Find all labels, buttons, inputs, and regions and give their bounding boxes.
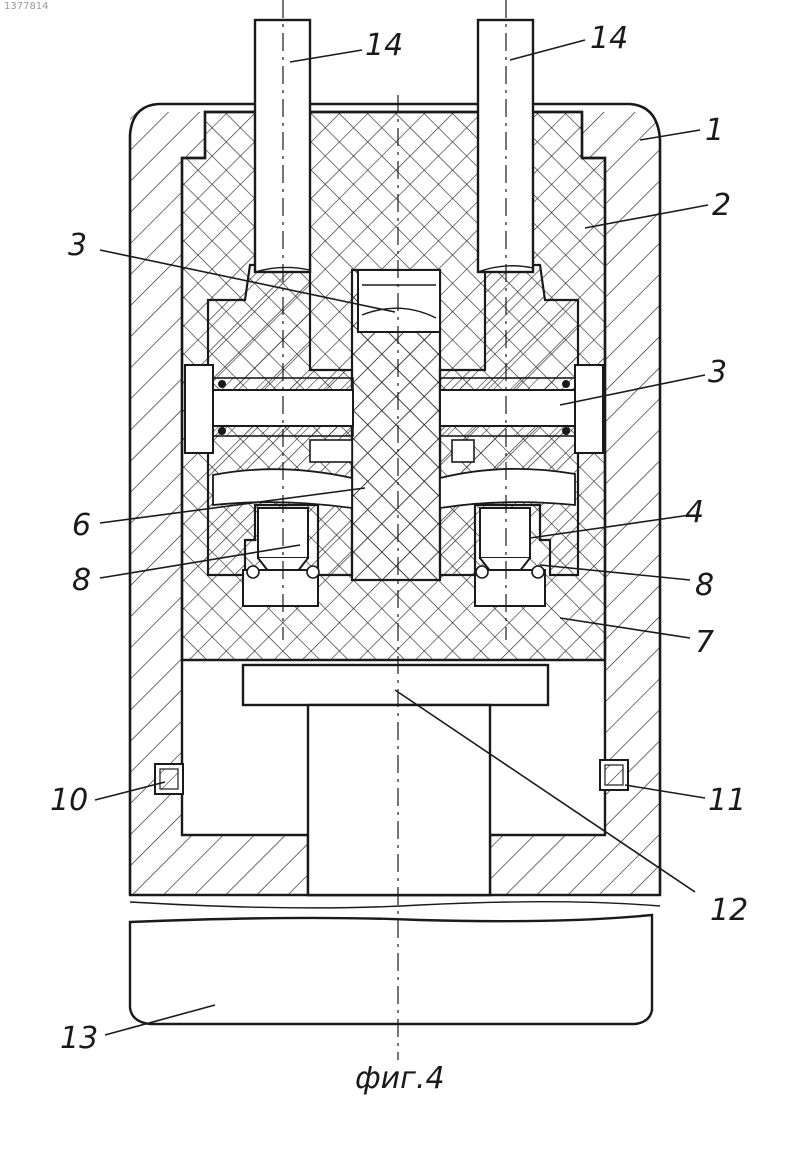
channel-part-6-right [440,469,575,508]
label-3-right: 3 [708,355,727,390]
break-line [130,902,660,908]
label-14-right: 14 [590,21,628,56]
label-11: 11 [708,783,746,818]
label-6: 6 [72,508,91,543]
label-13: 13 [60,1021,98,1056]
corner-mark: 1377814 [4,1,49,12]
label-1: 1 [705,113,724,148]
label-8-left: 8 [72,563,91,598]
label-4: 4 [685,495,704,530]
label-3-left: 3 [68,228,87,263]
label-12: 12 [710,893,748,928]
contact-plate-part-3-right [440,378,575,436]
label-8-right: 8 [695,568,714,603]
seal-part-10 [155,764,183,794]
label-14-left: 14 [365,28,403,63]
label-10: 10 [50,783,88,818]
label-7: 7 [695,625,714,660]
label-2: 2 [712,188,731,223]
seal-part-11 [600,760,628,790]
central-core [352,270,440,580]
figure-caption: фиг.4 [355,1061,445,1096]
